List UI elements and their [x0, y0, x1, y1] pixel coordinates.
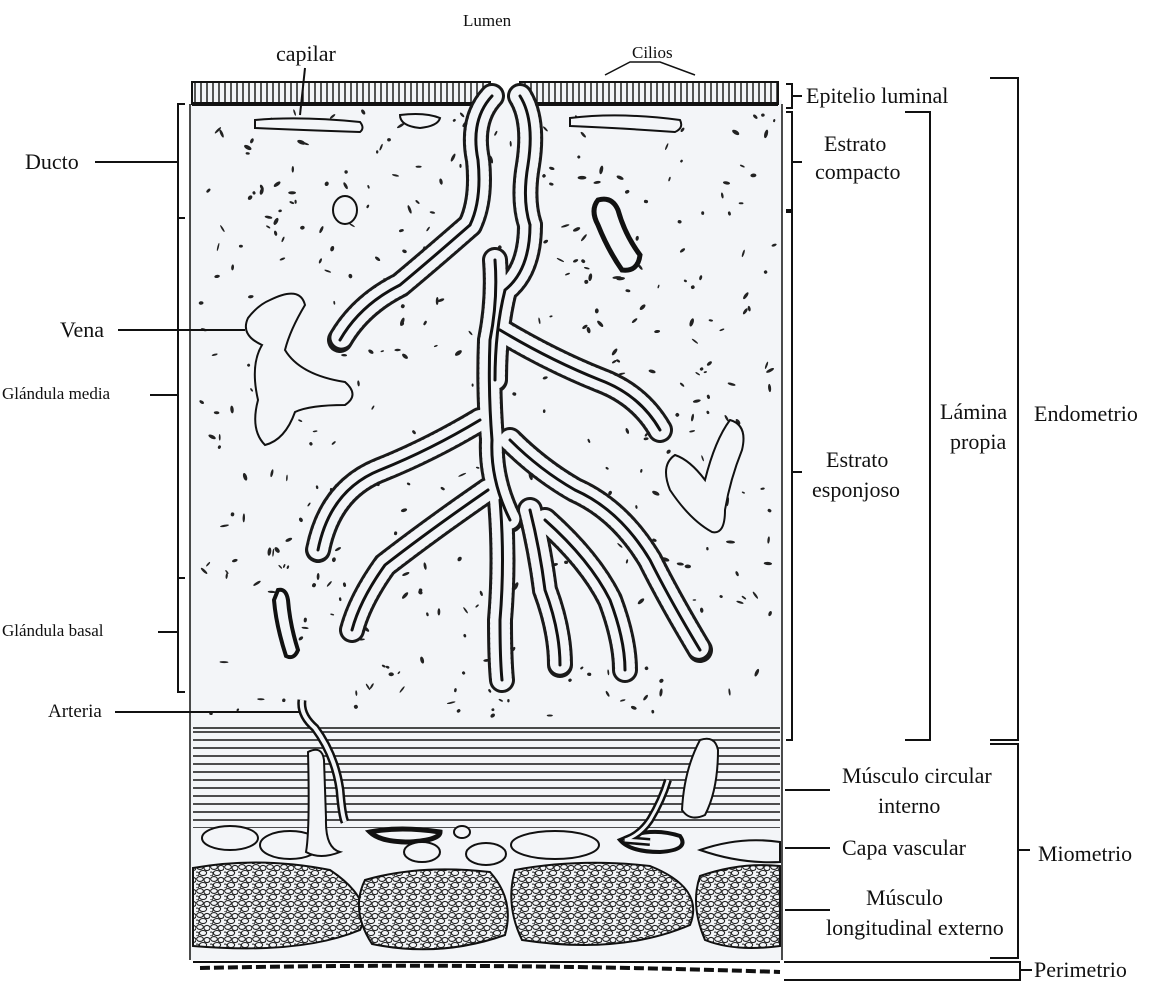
label-lumen: Lumen: [463, 12, 511, 31]
label-capilar: capilar: [276, 42, 336, 66]
label-estrato-esponjoso-1: Estrato: [826, 448, 888, 472]
label-estrato-compacto-2: compacto: [815, 160, 901, 184]
label-musculo-longitudinal-2: longitudinal externo: [826, 916, 1004, 940]
label-capa-vascular: Capa vascular: [842, 836, 966, 860]
label-miometrio: Miometrio: [1038, 842, 1132, 866]
label-estrato-compacto-1: Estrato: [824, 132, 886, 156]
vessel-round: [333, 196, 357, 224]
label-estrato-esponjoso-2: esponjoso: [812, 478, 900, 502]
label-glandula-media: Glándula media: [2, 385, 110, 404]
label-cilios: Cilios: [632, 44, 673, 63]
label-epitelio-luminal: Epitelio luminal: [806, 84, 948, 108]
label-arteria: Arteria: [48, 702, 102, 723]
label-perimetrio: Perimetrio: [1034, 958, 1127, 982]
label-lamina-propia-1: Lámina: [940, 400, 1007, 424]
label-musculo-circular-2: interno: [878, 794, 940, 818]
perimetrium-layer: [193, 962, 780, 972]
label-ducto: Ducto: [25, 150, 79, 174]
label-glandula-basal: Glándula basal: [2, 622, 104, 641]
label-musculo-longitudinal-1: Músculo: [866, 886, 943, 910]
label-lamina-propia-2: propia: [950, 430, 1006, 454]
vascular-layer: [193, 826, 780, 865]
label-endometrio: Endometrio: [1034, 402, 1138, 426]
label-musculo-circular-1: Músculo circular: [842, 764, 992, 788]
label-vena: Vena: [60, 318, 104, 342]
